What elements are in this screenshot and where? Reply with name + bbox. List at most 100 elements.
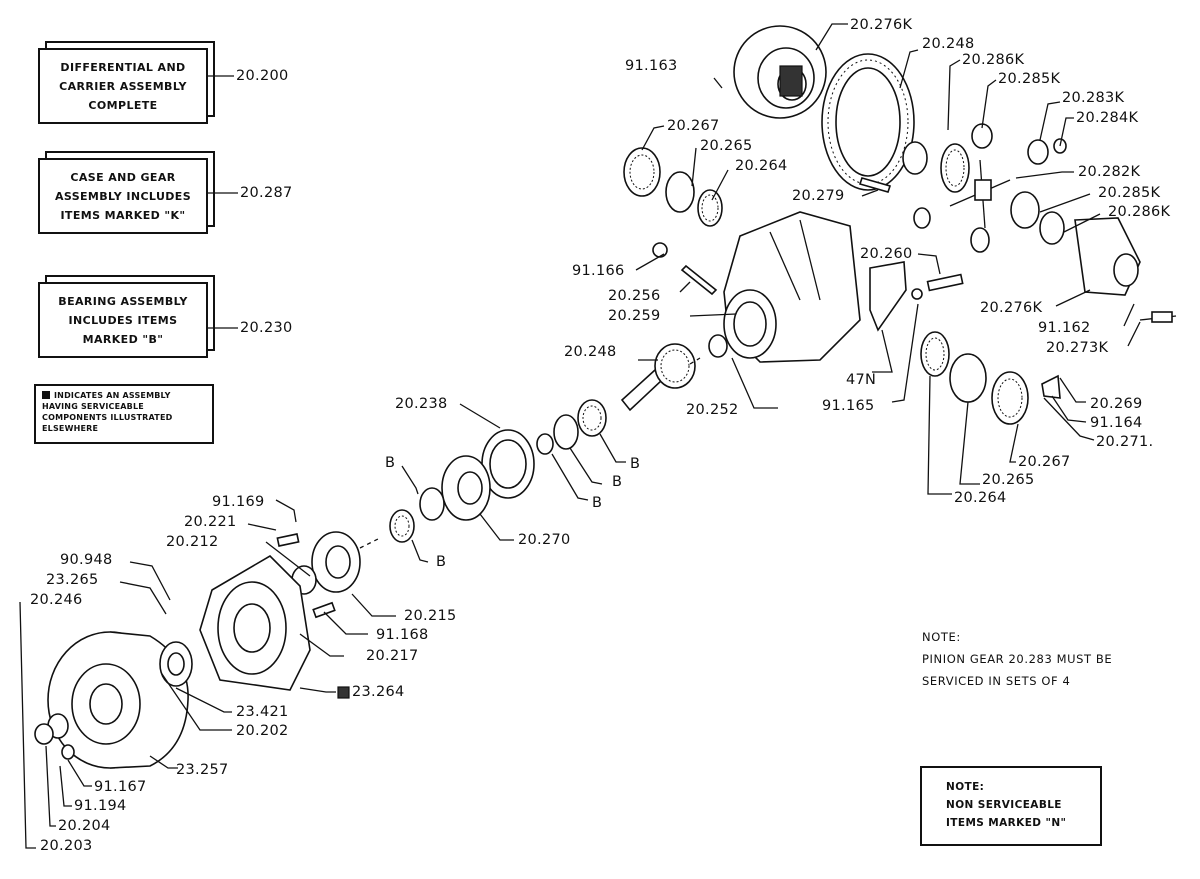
- note-line: NON SERVICEABLE: [946, 799, 1062, 811]
- part-label: 20.248: [922, 36, 975, 52]
- bearing-retainer-part: [441, 455, 491, 521]
- thrust-washer-part: [1039, 211, 1065, 245]
- part-label: 20.264: [954, 490, 1007, 506]
- part-label: 90.948: [60, 552, 113, 568]
- bearing-cone-part: [577, 399, 607, 437]
- part-label: 91.166: [572, 263, 625, 279]
- legend-box-bearing-assembly: BEARING ASSEMBLY INCLUDES ITEMS MARKED "…: [38, 282, 208, 358]
- part-label: 20.221: [184, 514, 237, 530]
- part-label: 20.286K: [1108, 204, 1171, 220]
- pinion-gear-part: [1027, 139, 1049, 165]
- part-label: 20.264: [735, 158, 788, 174]
- part-label: 20.204: [58, 818, 111, 834]
- legend-part-number: 20.200: [236, 68, 289, 84]
- lock-tab-part: [1041, 374, 1061, 399]
- legend-box-line: CASE AND GEAR: [70, 170, 176, 184]
- part-label: 20.267: [1018, 454, 1071, 470]
- part-label: 20.260: [860, 246, 913, 262]
- washer-part: [61, 744, 75, 760]
- nut-part: [34, 723, 54, 745]
- legend-box-line: ASSEMBLY INCLUDES: [54, 189, 192, 203]
- yoke-flange-part: [311, 531, 361, 593]
- side-gear-part: [940, 143, 970, 193]
- filler-plug-part: [652, 242, 668, 258]
- part-label: 20.271.: [1096, 434, 1154, 450]
- part-label: 23.265: [46, 572, 99, 588]
- bearing-cup-part: [949, 353, 987, 403]
- note-heading: NOTE:: [922, 630, 961, 644]
- bearing-cone-part: [920, 331, 950, 377]
- legend-part-number: 20.287: [240, 185, 293, 201]
- part-label: B: [612, 474, 623, 490]
- assembly-legend-text: INDICATES AN ASSEMBLY HAVING SERVICEABLE…: [42, 391, 173, 433]
- part-label: 20.282K: [1078, 164, 1141, 180]
- part-label: 20.248: [564, 344, 617, 360]
- spacer-part: [708, 334, 728, 358]
- part-label: 20.276K: [980, 300, 1043, 316]
- bolt-part: [858, 177, 892, 193]
- part-label: 20.286K: [962, 52, 1025, 68]
- part-label: 23.257: [176, 762, 229, 778]
- gasket-part: [481, 429, 535, 499]
- bearing-cone-part: [389, 509, 415, 543]
- part-label: 20.269: [1090, 396, 1143, 412]
- part-label: B: [385, 455, 396, 471]
- side-gear-part: [1010, 191, 1040, 229]
- bearing-cup-part: [553, 414, 579, 450]
- washer-part: [911, 288, 923, 300]
- bearing-cup-part: [665, 171, 695, 213]
- part-label: 20.238: [395, 396, 448, 412]
- cross-shaft-part: [949, 159, 1011, 229]
- part-label: 20.273K: [1046, 340, 1109, 356]
- assembly-legend-note: INDICATES AN ASSEMBLY HAVING SERVICEABLE…: [34, 384, 214, 444]
- part-label: 20.256: [608, 288, 661, 304]
- part-label: 91.164: [1090, 415, 1143, 431]
- part-label: 20.279: [792, 188, 845, 204]
- drive-pinion-part: [620, 343, 696, 412]
- part-label: 20.270: [518, 532, 571, 548]
- note-line: PINION GEAR 20.283 MUST BE: [922, 652, 1113, 666]
- part-label: 20.284K: [1076, 110, 1139, 126]
- part-label: 91.165: [822, 398, 875, 414]
- part-label: 20.203: [40, 838, 93, 854]
- bolt-part: [276, 533, 300, 547]
- pinion-gear-note: NOTE: PINION GEAR 20.283 MUST BE SERVICE…: [922, 626, 1112, 692]
- part-label: 20.202: [236, 723, 289, 739]
- legend-box-differential-carrier: DIFFERENTIAL AND CARRIER ASSEMBLY COMPLE…: [38, 48, 208, 124]
- part-label: 20.265: [700, 138, 753, 154]
- part-label: B: [436, 554, 447, 570]
- part-label: 20.285K: [1098, 185, 1161, 201]
- part-label: 47N: [846, 372, 877, 388]
- part-label: 91.168: [376, 627, 429, 643]
- bearing-cup-part: [419, 487, 445, 521]
- pinion-gear-part: [970, 227, 990, 253]
- bolt-part: [312, 601, 336, 619]
- part-label: 20.246: [30, 592, 83, 608]
- part-label: B: [630, 456, 641, 472]
- brake-backing-plate-part: [199, 554, 311, 691]
- part-label: 91.167: [94, 779, 147, 795]
- part-label: 91.169: [212, 494, 265, 510]
- hub-part: [159, 641, 193, 687]
- pinion-gear-part: [913, 207, 931, 229]
- legend-box-line: MARKED "B": [82, 332, 164, 346]
- differential-case-half-part: [1074, 217, 1141, 296]
- legend-box-line: ITEMS MARKED "K": [60, 208, 186, 222]
- part-label: 91.162: [1038, 320, 1091, 336]
- bearing-cone-part: [623, 147, 661, 197]
- cap-bolt-part: [926, 273, 964, 292]
- bolt-part: [1151, 311, 1173, 323]
- note-line: NOTE:: [946, 781, 985, 793]
- part-label: B: [592, 495, 603, 511]
- legend-part-number: 20.230: [240, 320, 293, 336]
- part-label: 23.264: [352, 684, 405, 700]
- legend-box-line: COMPLETE: [88, 98, 158, 112]
- part-label: 20.259: [608, 308, 661, 324]
- filled-square-icon: [42, 391, 50, 399]
- shim-part: [697, 189, 723, 227]
- note-line: SERVICED IN SETS OF 4: [922, 674, 1071, 688]
- part-label: 20.212: [166, 534, 219, 550]
- bearing-cone-part: [991, 371, 1029, 425]
